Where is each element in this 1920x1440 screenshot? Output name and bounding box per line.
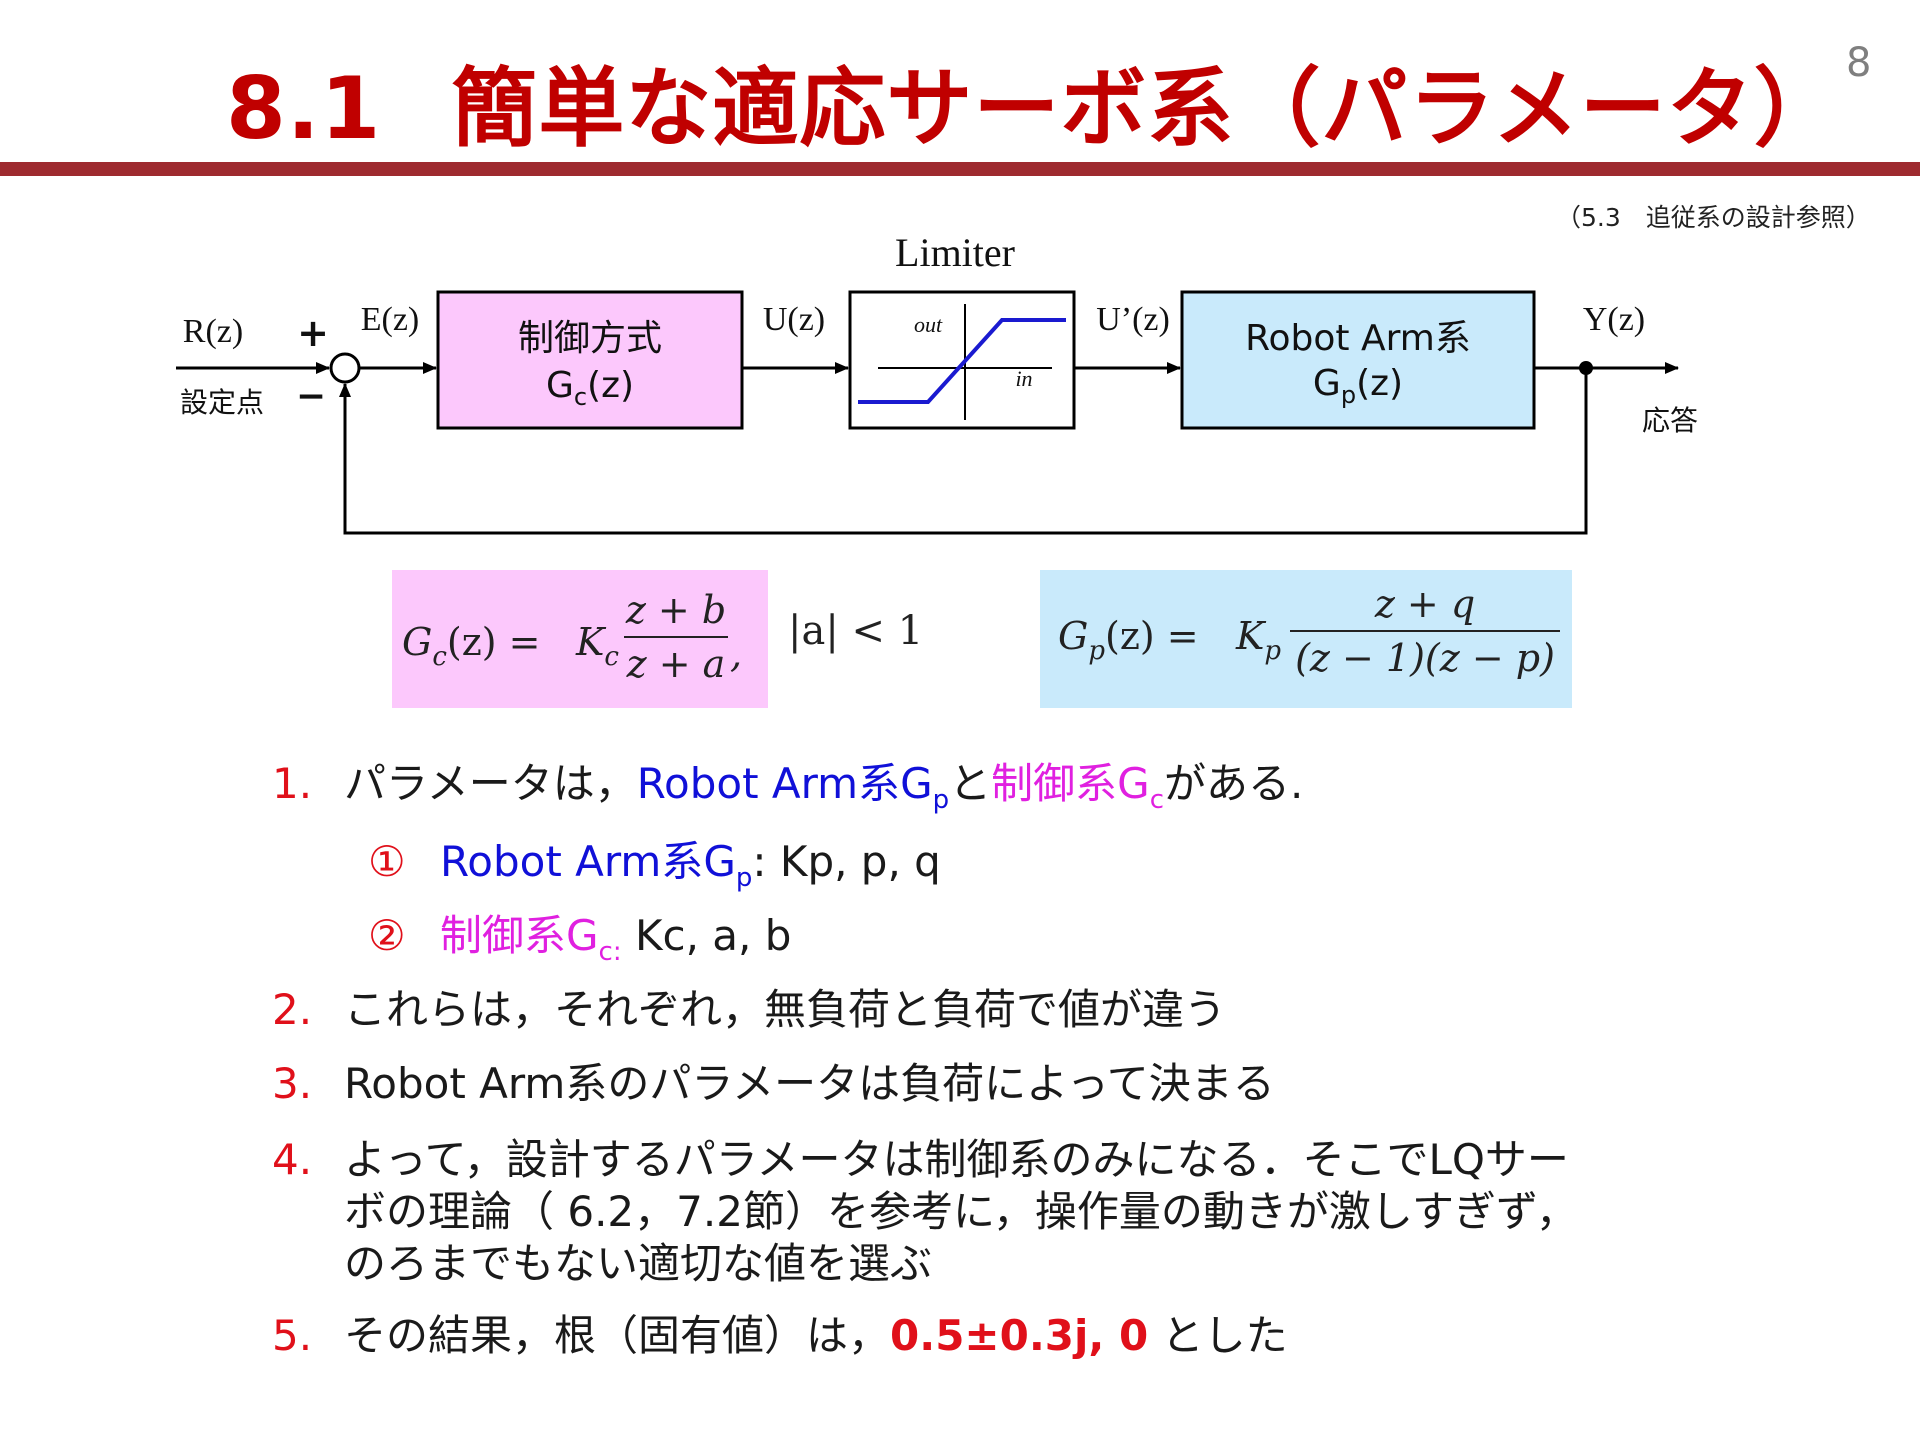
plant-label: Robot Arm系 bbox=[1245, 318, 1471, 359]
item1-robot: Robot Arm系Gp bbox=[636, 759, 950, 815]
item4-line1: よって，設計するパラメータは制御系のみになる．そこでLQサー bbox=[344, 1135, 1569, 1184]
title-number: 8.1 bbox=[226, 59, 382, 159]
gp-numerator: z + q bbox=[1374, 582, 1476, 626]
item1-post: がある. bbox=[1164, 759, 1304, 808]
plant-formula-box: Gp(z) = Kp z + q (z − 1)(z − p) bbox=[1040, 570, 1572, 708]
gp-fraction: z + q (z − 1)(z − p) bbox=[1290, 582, 1560, 680]
minus-sign: − bbox=[296, 376, 326, 417]
input-label: R(z) bbox=[183, 313, 243, 350]
item4-line3: のろまでもない適切な値を選ぶ bbox=[344, 1239, 933, 1288]
gc-gain: Kc bbox=[576, 620, 619, 672]
gc-denominator: z + a bbox=[626, 642, 726, 686]
list-marker: 4. bbox=[272, 1135, 313, 1184]
summing-junction bbox=[329, 352, 361, 384]
item2-text: これらは，それぞれ，無負荷と負荷で値が違う bbox=[344, 985, 1227, 1034]
gp-fraction-bar bbox=[1290, 630, 1560, 632]
item1-pre: パラメータは， bbox=[344, 759, 637, 808]
list-marker: 5. bbox=[272, 1311, 313, 1360]
controller-transfer: Gc(z) bbox=[546, 365, 634, 411]
limiter-block bbox=[848, 290, 1076, 430]
controller-block bbox=[436, 290, 744, 430]
limiter-in-label: in bbox=[1015, 366, 1032, 391]
gc-comma: , bbox=[730, 632, 743, 676]
limiter-curve bbox=[858, 318, 1066, 404]
sub1-rest: : Kp, p, q bbox=[752, 837, 941, 886]
sub-marker: ② bbox=[368, 911, 406, 960]
limiter-title: Limiter bbox=[895, 230, 1015, 275]
list-marker: 1. bbox=[272, 759, 313, 808]
limiter-out-label: out bbox=[914, 312, 943, 337]
feedback-path bbox=[339, 368, 1588, 535]
plus-sign: + bbox=[297, 311, 329, 355]
slide-title: 8.1 簡単な適応サーボ系（パラメータ） bbox=[226, 38, 1841, 163]
item5-pre: その結果，根（固有値）は， bbox=[344, 1311, 891, 1360]
page-number: 8 bbox=[1846, 40, 1872, 86]
plant-transfer: Gp(z) bbox=[1313, 363, 1403, 409]
reference-note: （5.3 追従系の設計参照） bbox=[1556, 203, 1871, 232]
sub-marker: ① bbox=[368, 837, 406, 886]
sub2-label: 制御系Gc: bbox=[440, 911, 622, 967]
item1-ctrl: 制御系Gc bbox=[991, 759, 1165, 815]
title-text: 簡単な適応サーボ系（パラメータ） bbox=[451, 59, 1841, 159]
u-label: U(z) bbox=[763, 301, 825, 338]
u-prime-label: U’(z) bbox=[1096, 301, 1170, 338]
item1-mid: と bbox=[949, 759, 992, 808]
controller-formula-box: Gc(z) = Kc z + b z + a , bbox=[392, 570, 768, 708]
gc-fraction: z + b z + a bbox=[624, 588, 728, 686]
controller-label: 制御方式 bbox=[518, 318, 662, 359]
item3-text: Robot Arm系のパラメータは負荷によって決まる bbox=[344, 1059, 1275, 1108]
gc-numerator: z + b bbox=[625, 588, 727, 632]
input-sublabel: 設定点 bbox=[180, 386, 264, 419]
list-marker: 3. bbox=[272, 1059, 313, 1108]
gp-lhs: Gp(z) = bbox=[1058, 614, 1199, 666]
plant-block bbox=[1180, 290, 1536, 430]
eigenvalues: 0.5±0.3j, 0 bbox=[890, 1311, 1149, 1360]
output-sublabel: 応答 bbox=[1642, 404, 1698, 437]
sub2-rest: Kc, a, b bbox=[621, 911, 792, 960]
block-diagram: Limiter R(z) 設定点 + − E(z) U(z) U’(z) Y(z… bbox=[176, 230, 1698, 535]
gp-denominator: (z − 1)(z − p) bbox=[1295, 636, 1555, 680]
error-label: E(z) bbox=[361, 301, 420, 338]
gc-fraction-bar bbox=[624, 636, 728, 638]
list-marker: 2. bbox=[272, 985, 313, 1034]
gc-lhs: Gc(z) = bbox=[402, 620, 541, 672]
output-label: Y(z) bbox=[1583, 301, 1645, 338]
item4-line2: ボの理論（ 6.2，7.2節）を参考に，操作量の動きが激しすぎず， bbox=[344, 1187, 1578, 1236]
title-divider bbox=[0, 162, 1920, 176]
gc-condition: |a| < 1 bbox=[788, 608, 924, 654]
gp-gain: Kp bbox=[1236, 614, 1282, 666]
sub1-label: Robot Arm系Gp bbox=[440, 837, 753, 893]
item5-post: とした bbox=[1148, 1311, 1288, 1360]
